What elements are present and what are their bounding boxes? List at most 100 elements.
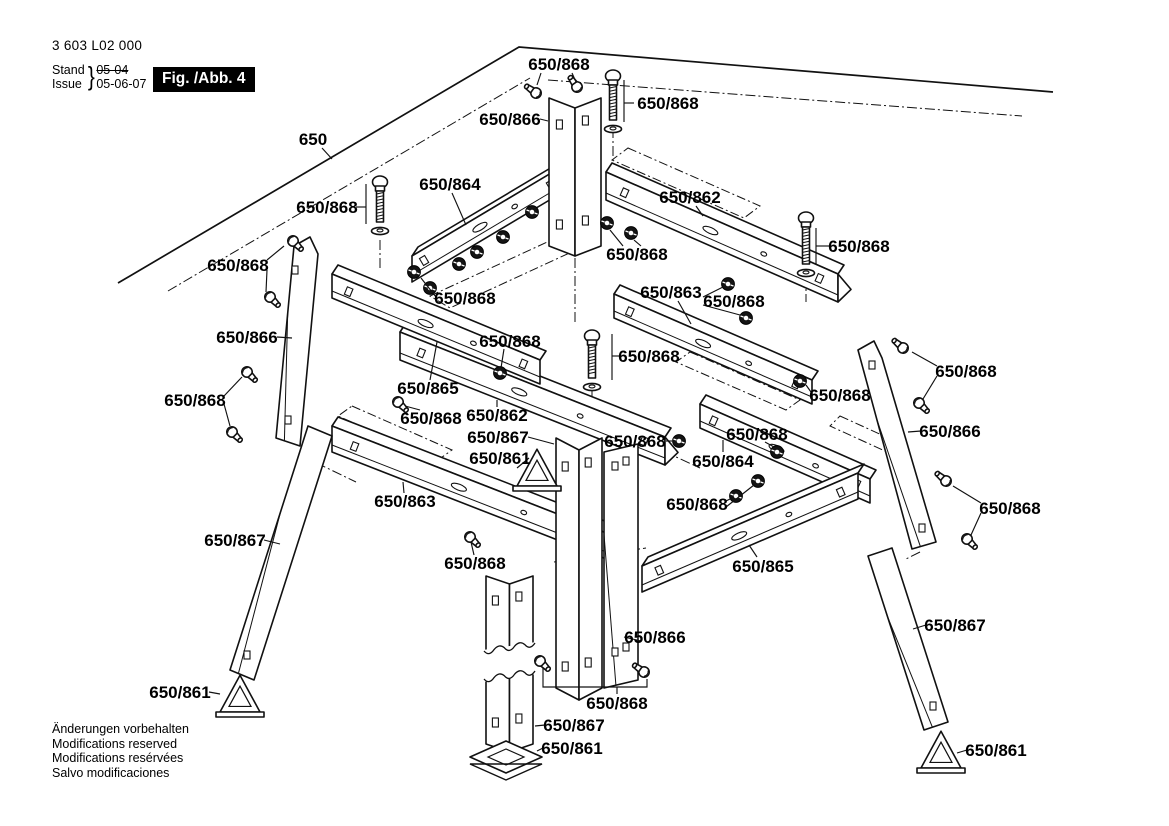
carriage-bolt-650-868 <box>582 329 602 392</box>
foot-650-861-center <box>512 448 562 492</box>
legal-line-es: Salvo modificaciones <box>52 765 170 780</box>
carriage-bolt-650-868 <box>370 175 390 236</box>
strip-650-866-right <box>857 340 937 550</box>
part-label-650: 650 <box>299 130 327 149</box>
lock-nut-650-868 <box>525 205 539 219</box>
part-label-650-868: 650/868 <box>434 289 495 308</box>
stand-issue-block: Stand Issue } 05-04 05-06-07 <box>52 61 146 92</box>
lock-nut-650-868 <box>452 257 466 271</box>
lock-nut-650-868 <box>672 434 686 448</box>
issue-label: Issue <box>52 76 82 91</box>
part-label-650-865: 650/865 <box>732 557 793 576</box>
legal-line-fr: Modifications resérvées <box>52 751 184 765</box>
fasteners <box>226 69 979 678</box>
part-label-650-868: 650/868 <box>604 432 665 451</box>
foot-650-861-left <box>215 674 265 718</box>
screw-650-868 <box>534 655 552 673</box>
lock-nut-650-868 <box>470 245 484 259</box>
lock-nut-650-868 <box>751 474 765 488</box>
part-label-650-867: 650/867 <box>924 616 985 635</box>
rail-650-862-upper <box>605 162 852 303</box>
lock-nut-650-868 <box>729 489 743 503</box>
post-650-866-top <box>548 97 602 257</box>
part-label-650-861: 650/861 <box>469 449 530 468</box>
part-label-650-868: 650/868 <box>207 256 268 275</box>
old-issue-date: 05-04 <box>96 62 129 77</box>
document-number: 3 603 L02 000 <box>52 38 143 53</box>
legal-notice: Änderungen vorbehalten Modifications res… <box>52 722 189 780</box>
leg-650-867-left <box>229 425 333 681</box>
part-label-650-865: 650/865 <box>397 379 458 398</box>
corner-posts <box>483 97 603 753</box>
part-label-650-864: 650/864 <box>419 175 481 194</box>
part-label-650-868: 650/868 <box>586 694 647 713</box>
tabletop-650-outline <box>117 46 1054 284</box>
leg-650-867-right <box>867 547 949 731</box>
part-label-650-868: 650/868 <box>479 332 540 351</box>
part-label-650-867: 650/867 <box>467 428 528 447</box>
lock-nut-650-868 <box>493 366 507 380</box>
strip-650-866-left <box>275 236 319 447</box>
figure-badge: Fig. /Abb. 4 <box>153 67 255 92</box>
issue-date: 05-06-07 <box>96 76 147 91</box>
foot-650-861-front <box>469 740 543 781</box>
part-label-650-868: 650/868 <box>606 245 667 264</box>
foot-650-861-right <box>916 730 966 774</box>
legal-line-en: Modifications reserved <box>52 736 178 751</box>
lock-nut-650-868 <box>407 265 421 279</box>
part-label-650-861: 650/861 <box>965 741 1026 760</box>
table-top-650-edge <box>117 46 1054 284</box>
part-label-650-866: 650/866 <box>624 628 685 647</box>
frame-rails <box>331 156 877 593</box>
label-leader-lines <box>208 72 982 754</box>
part-label-650-861: 650/861 <box>541 739 602 758</box>
lock-nut-650-868 <box>721 277 735 291</box>
part-label-650-863: 650/863 <box>640 283 701 302</box>
part-label-650-868: 650/868 <box>726 425 787 444</box>
leg-650-867-front <box>483 575 536 753</box>
part-label-650-868: 650/868 <box>296 198 357 217</box>
lock-nut-650-868 <box>600 216 614 230</box>
rail-650-863-lower <box>331 416 621 563</box>
part-label-650-862: 650/862 <box>659 188 720 207</box>
part-label-650-868: 650/868 <box>666 495 727 514</box>
screw-650-868 <box>464 531 482 549</box>
carriage-bolt-650-868 <box>796 211 816 278</box>
screw-650-868 <box>961 533 979 551</box>
screw-650-868 <box>631 662 650 678</box>
part-label-650-866: 650/866 <box>216 328 277 347</box>
legal-line-de: Änderungen vorbehalten <box>52 722 189 736</box>
carriage-bolt-650-868 <box>603 69 623 134</box>
lock-nut-650-868 <box>770 445 784 459</box>
rail-650-865-mid <box>331 264 547 385</box>
part-label-650-868: 650/868 <box>164 391 225 410</box>
lock-nut-650-868 <box>739 311 753 325</box>
screw-650-868 <box>523 83 542 99</box>
part-label-650-868: 650/868 <box>935 362 996 381</box>
screw-650-868 <box>934 470 952 487</box>
screw-650-868 <box>264 291 282 309</box>
part-label-650-861: 650/861 <box>149 683 210 702</box>
rail-650-863-mid <box>613 284 819 405</box>
screw-650-868 <box>226 426 244 444</box>
strip-650-866-center <box>603 443 639 689</box>
foot-caps <box>215 448 966 781</box>
part-number-labels: 650650/868650/868650/866650/864650/86865… <box>149 55 1040 760</box>
part-label-650-868: 650/868 <box>809 386 870 405</box>
leg-650-867-center <box>555 437 603 701</box>
stand-label: Stand <box>52 62 85 77</box>
screw-650-868 <box>241 366 259 384</box>
screw-650-868 <box>913 397 931 415</box>
screw-650-868 <box>567 74 583 93</box>
part-label-650-868: 650/868 <box>637 94 698 113</box>
part-label-650-867: 650/867 <box>204 531 265 550</box>
part-label-650-868: 650/868 <box>618 347 679 366</box>
part-label-650-866: 650/866 <box>479 110 540 129</box>
part-label-650-868: 650/868 <box>703 292 764 311</box>
brace-glyph: } <box>87 61 95 91</box>
brace-strips-and-legs <box>229 236 949 731</box>
part-label-650-868: 650/868 <box>444 554 505 573</box>
part-label-650-862: 650/862 <box>466 406 527 425</box>
